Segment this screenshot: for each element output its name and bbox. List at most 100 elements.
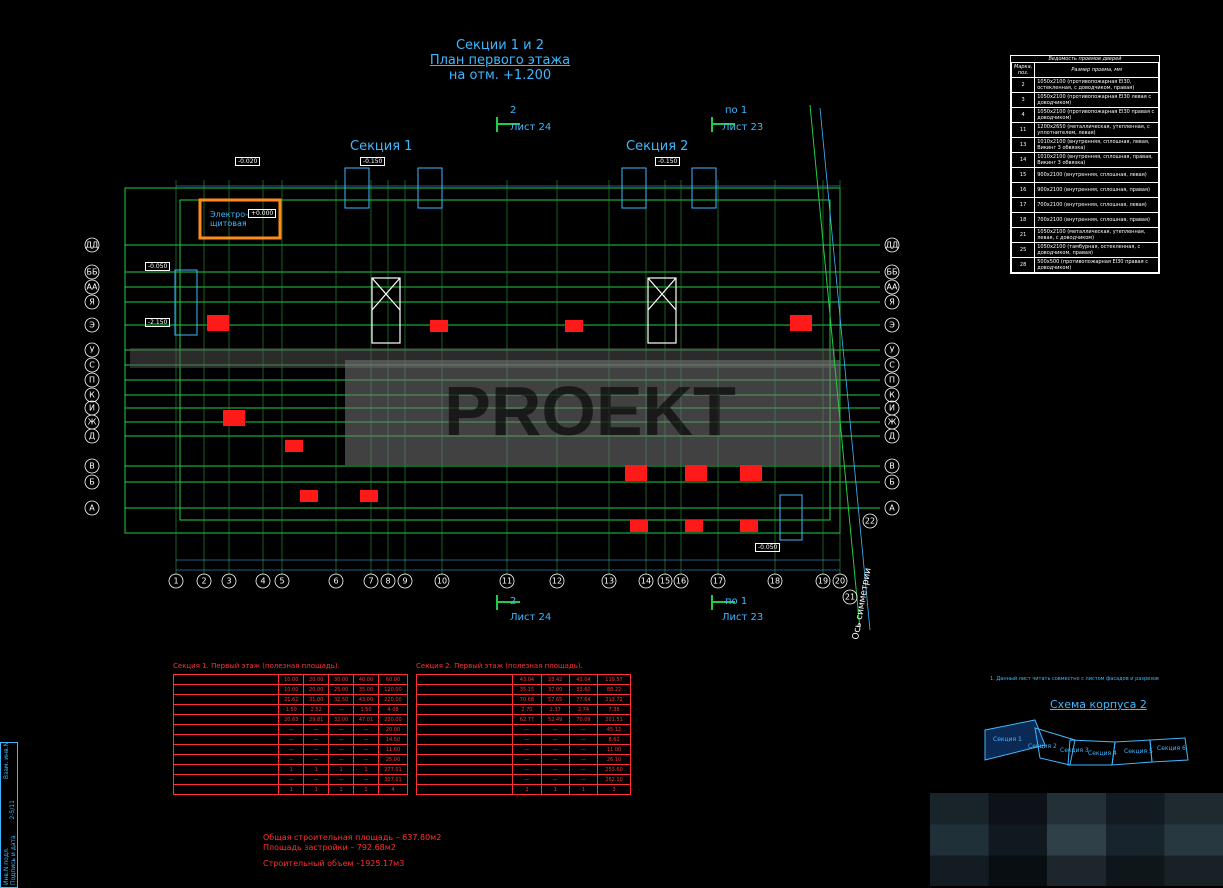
area-cell bbox=[415, 754, 514, 765]
axis-bubble-col-label: 2 bbox=[201, 577, 206, 586]
doors-mark: 2 bbox=[1010, 77, 1036, 93]
area-cell: 23.42 bbox=[540, 674, 570, 685]
scheme-section-5 bbox=[1149, 737, 1189, 763]
area-cell: 1 bbox=[328, 764, 355, 775]
area-table-title: Секция 1. Первый этаж (полезная площадь)… bbox=[173, 662, 340, 670]
axis-bubble-col-label: 17 bbox=[713, 577, 723, 586]
area-cell: — bbox=[278, 744, 305, 755]
area-cell: — bbox=[512, 724, 542, 735]
doors-size: 1050х2100 (противопожарная EI30 левая с … bbox=[1034, 92, 1159, 108]
axis-bubble-row bbox=[884, 372, 900, 388]
area-cell: 25.00 bbox=[328, 684, 355, 695]
axis-bubble-col-label: 3 bbox=[226, 577, 231, 586]
area-cell bbox=[172, 754, 280, 765]
area-cell: 20.00 bbox=[303, 674, 330, 685]
axis-bubble-col bbox=[657, 573, 673, 589]
area-cell: — bbox=[512, 734, 542, 745]
axis-bubble-col-label: 12 bbox=[552, 577, 562, 586]
cut-marks bbox=[496, 117, 735, 610]
axis-bubble-row bbox=[884, 387, 900, 403]
axis-bubble-row-label: А bbox=[889, 504, 895, 513]
area-cell: 120.00 bbox=[377, 684, 409, 695]
area-cell: 11.60 bbox=[377, 744, 409, 755]
area-cell: — bbox=[353, 734, 379, 745]
axis-bubble-col-label: 1 bbox=[173, 577, 178, 586]
area-cell: 52.49 bbox=[540, 714, 570, 725]
area-row: ———45.12 bbox=[415, 724, 631, 735]
area-cell: 47.01 bbox=[353, 714, 379, 725]
area-cell: 35.15 bbox=[512, 684, 542, 695]
area-cell: 1 bbox=[303, 784, 330, 795]
area-cell bbox=[415, 674, 514, 685]
area-cell: — bbox=[353, 724, 379, 735]
axis-bubble-col-label: 14 bbox=[641, 577, 651, 586]
area-cell: 45.12 bbox=[597, 724, 631, 735]
area-cell: — bbox=[303, 774, 330, 785]
area-cell: 1 bbox=[303, 764, 330, 775]
axis-bubble-col-label: 16 bbox=[676, 577, 686, 586]
area-cell: 33.60 bbox=[568, 684, 599, 695]
area-cell bbox=[415, 704, 514, 715]
area-cell: 7.38 bbox=[597, 704, 631, 715]
area-cell: 1 bbox=[278, 784, 305, 795]
axis-bubble-col bbox=[397, 573, 413, 589]
axis-bubble-row bbox=[84, 317, 100, 333]
axis-bubble-row bbox=[884, 357, 900, 373]
area-row: ————25.00 bbox=[172, 754, 409, 765]
axis-bubble-row-label: И bbox=[89, 404, 95, 413]
area-cell: 37.00 bbox=[540, 684, 570, 695]
axis-bubble-col bbox=[673, 573, 689, 589]
doors-size: 1050х2100 (противопожарная EI30 правая с… bbox=[1034, 107, 1159, 123]
area-cell: — bbox=[328, 754, 355, 765]
area-cell: 21.62 bbox=[278, 694, 305, 705]
axis-bubble-row bbox=[884, 474, 900, 490]
area-cell bbox=[172, 714, 280, 725]
area-cell bbox=[415, 694, 514, 705]
doors-mark: 25 bbox=[1010, 242, 1036, 258]
elevation-mark: -0.050 bbox=[755, 543, 781, 552]
stamp-field-4: 2-5/11 bbox=[9, 800, 16, 820]
axis-bubble-col-label: 21 bbox=[845, 593, 855, 602]
area-cell: — bbox=[278, 724, 305, 735]
doors-size: 1010х2100 (внутренняя, сплошная, правая,… bbox=[1034, 152, 1159, 168]
area-cell: 25.00 bbox=[377, 754, 409, 765]
doors-size: 700х2100 (внутренняя, сплошная, правая) bbox=[1034, 212, 1159, 228]
area-cell bbox=[415, 774, 514, 785]
area-cell: — bbox=[353, 744, 379, 755]
area-cell: 60.00 bbox=[377, 674, 409, 685]
area-cell bbox=[172, 784, 280, 795]
area-cell bbox=[172, 774, 280, 785]
area-cell: — bbox=[278, 774, 305, 785]
area-row: ———8.62 bbox=[415, 734, 631, 745]
area-cell: 230.00 bbox=[377, 714, 409, 725]
area-cell: 220.00 bbox=[377, 694, 409, 705]
doors-mark: 28 bbox=[1010, 257, 1036, 273]
axis-bubble-row-label: С bbox=[889, 361, 895, 370]
axis-bubble-row bbox=[84, 458, 100, 474]
area-cell: 43.00 bbox=[353, 694, 379, 705]
axis-bubble-row bbox=[84, 428, 100, 444]
axis-bubble-col-label: 5 bbox=[279, 577, 284, 586]
area-cell bbox=[172, 724, 280, 735]
area-cell bbox=[172, 694, 280, 705]
area-cell bbox=[415, 714, 514, 725]
axis-bubble-col bbox=[328, 573, 344, 589]
area-cell bbox=[415, 764, 514, 775]
area-cell: 277.01 bbox=[377, 764, 409, 775]
doors-mark: 15 bbox=[1010, 167, 1036, 183]
axis-bubble-col-label: 10 bbox=[437, 577, 447, 586]
area-cell: 14.50 bbox=[377, 734, 409, 745]
area-cell: 119.57 bbox=[597, 674, 631, 685]
watermark-band bbox=[345, 360, 840, 465]
area-cell: — bbox=[328, 724, 355, 735]
